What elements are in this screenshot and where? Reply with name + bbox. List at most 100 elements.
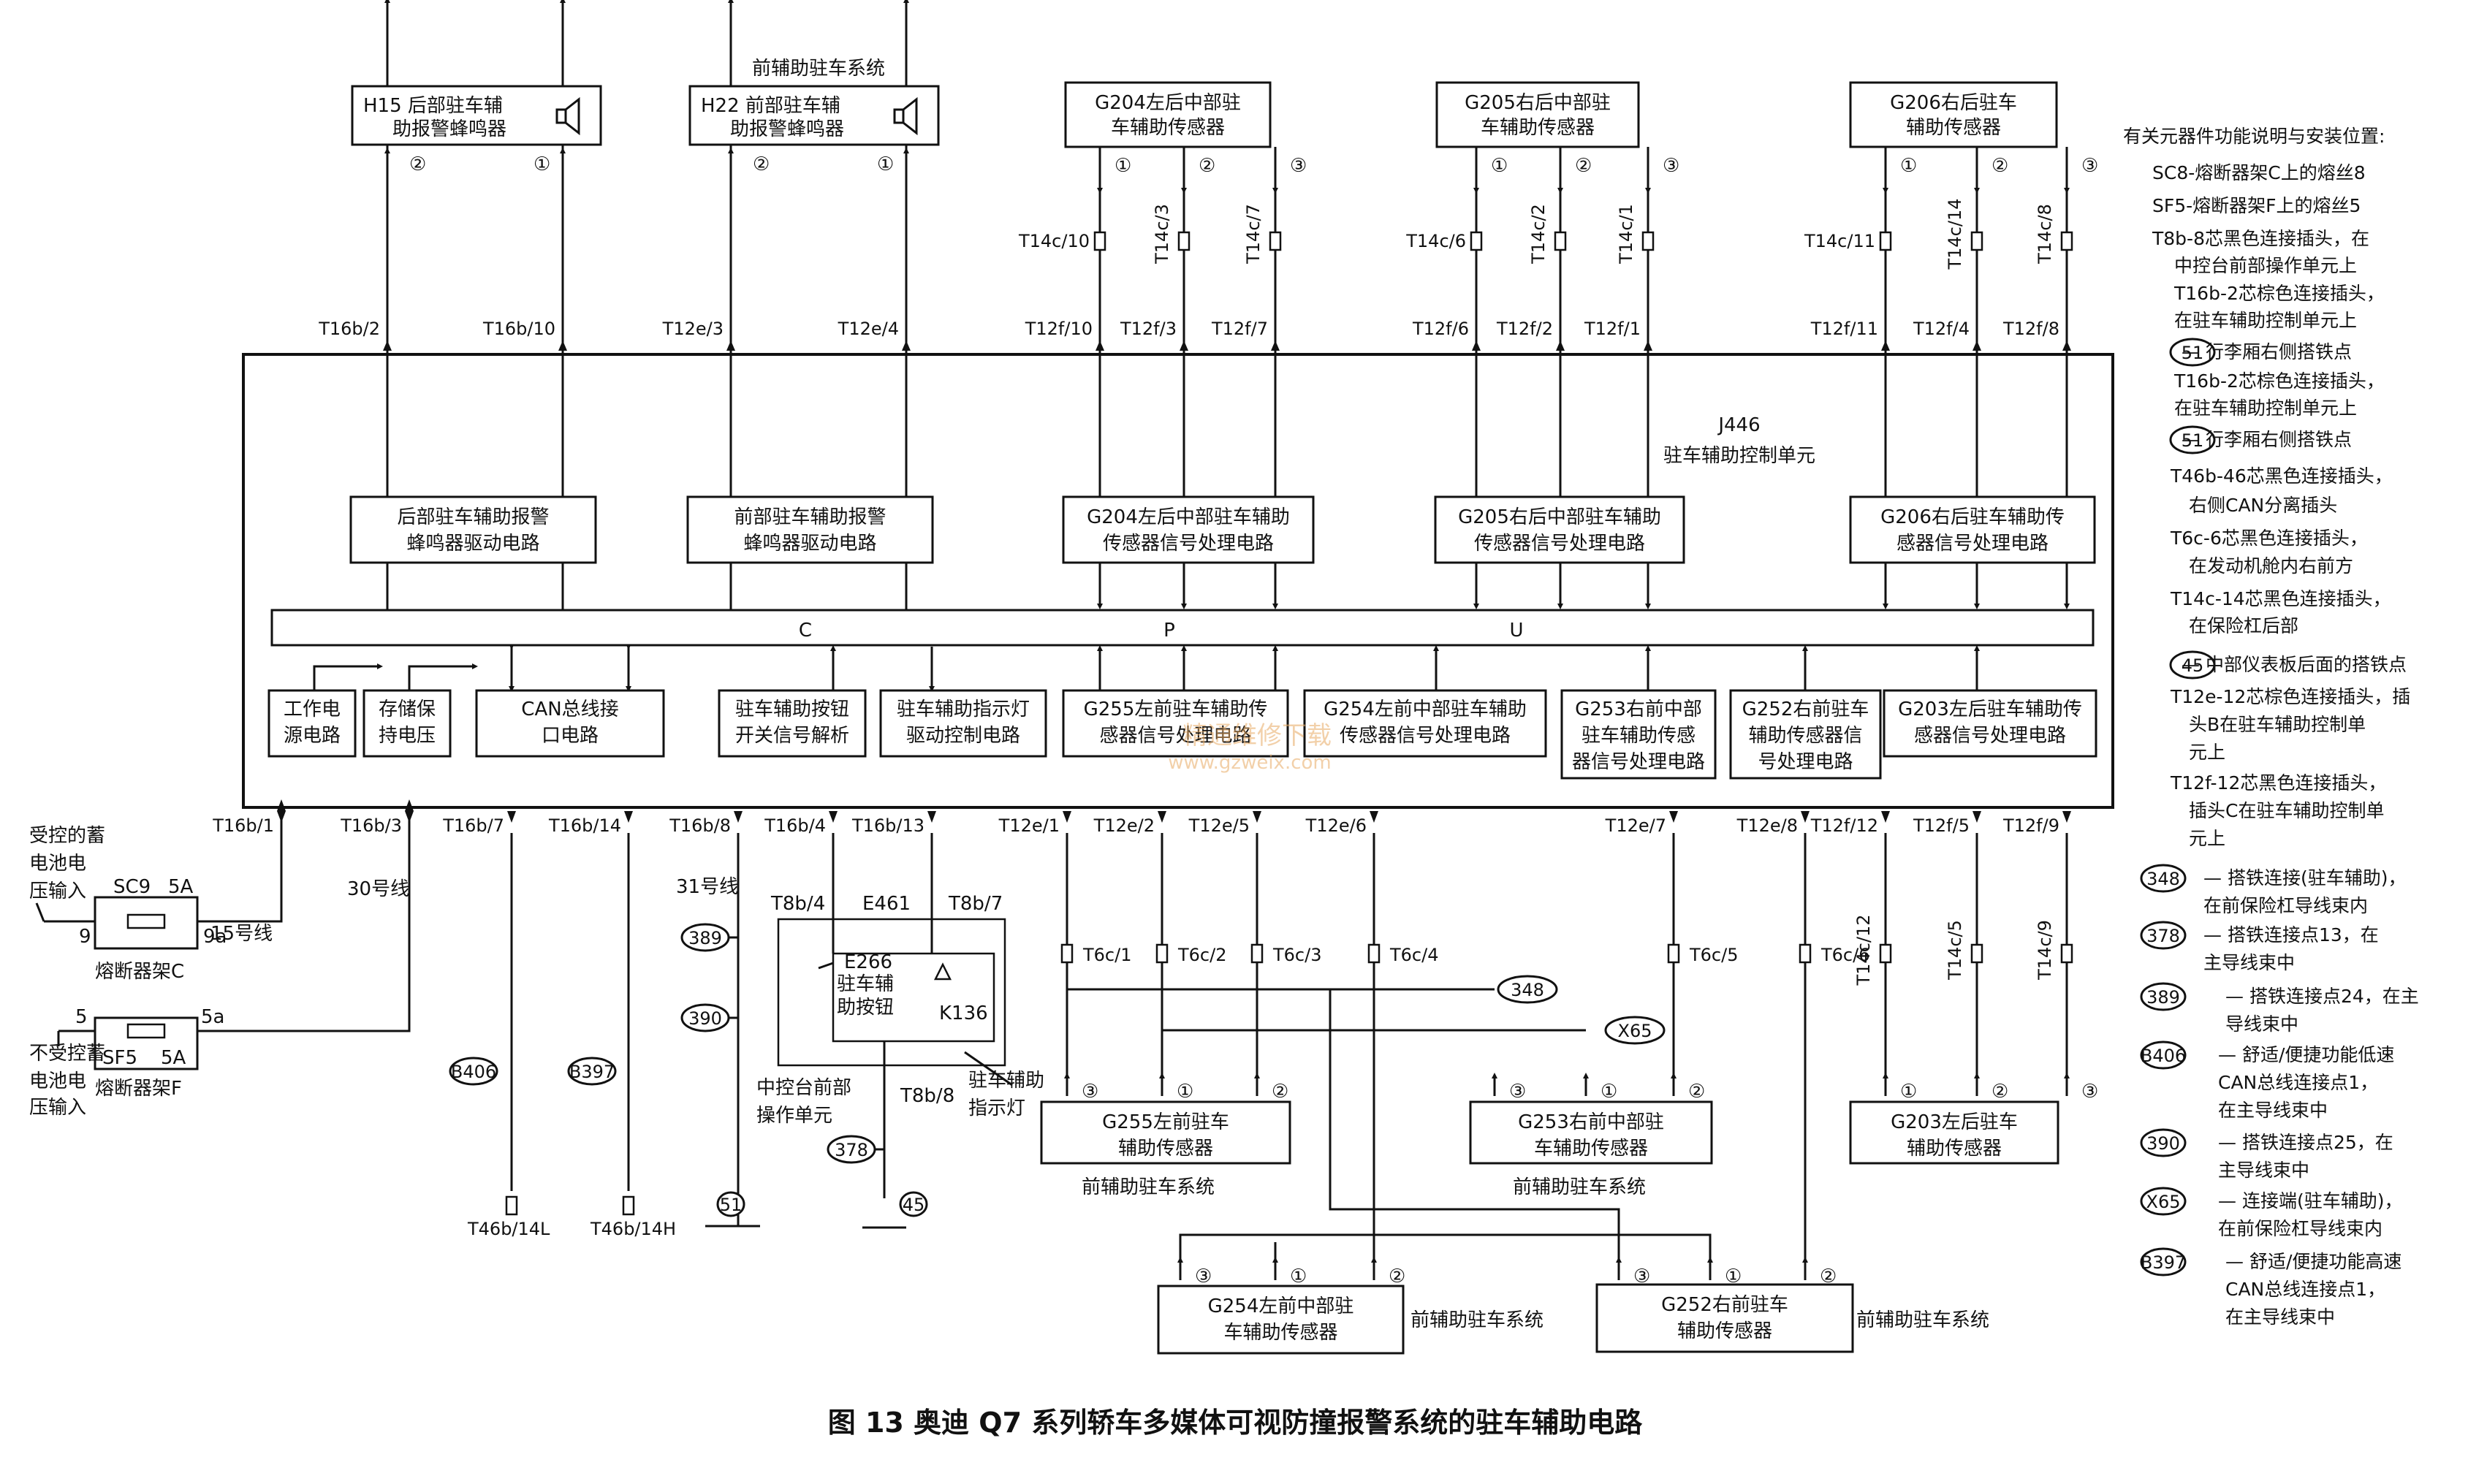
e266-label: 驻车辅 (837, 973, 894, 995)
legend-line: 右侧CAN分离插头 (2189, 495, 2337, 516)
t12f-label: T12f/1 (1584, 319, 1641, 339)
sensor-subtitle: 车辅助传感器 (1481, 117, 1595, 139)
t12f-label: T12f/4 (1913, 319, 1970, 339)
fuse-pin: 5 (75, 1006, 88, 1028)
sensor-box-top-1 (1435, 81, 1640, 148)
arrow-tick (2062, 340, 2071, 351)
arrow-tick (1801, 811, 1810, 823)
fuse-icon (126, 913, 166, 929)
t12f-label: T12f/3 (1120, 319, 1177, 339)
front-sensor-subtitle: 车辅助传感器 (1534, 1138, 1648, 1160)
bottom-conn-label: T16b/7 (442, 815, 504, 836)
fuse-pin: 5a (201, 1006, 224, 1028)
bottom-conn-label: T12f/5 (1913, 815, 1970, 836)
ground-51 (716, 1191, 745, 1217)
t46b-label: T46b/14H (590, 1219, 676, 1239)
lamp-label: 驻车辅助 (968, 1070, 1044, 1092)
t14c-label: T14c/7 (1243, 204, 1264, 265)
arrow-tick (1370, 811, 1378, 823)
cpu-u: U (1509, 620, 1523, 642)
t14c-label: T14c/1 (1616, 204, 1636, 265)
bottom-conn-label: T12e/5 (1188, 815, 1250, 836)
system-label: 前辅助驻车系统 (1410, 1309, 1544, 1331)
legend-mark-label: B397 (2141, 1252, 2186, 1273)
legend-line: T46b-46芯黑色连接插头， (2170, 465, 2393, 487)
sensor-pin: ③ (2081, 1081, 2098, 1103)
speaker-icon (893, 108, 905, 124)
legend-line: 主导线束中 (2218, 1160, 2309, 1181)
processing-box-lower-0 (267, 689, 357, 758)
legend-line: 有关元器件功能说明与安装位置: (2123, 126, 2385, 147)
processing-title: G252右前驻车 (1742, 699, 1869, 720)
processing-title: G253右前中部 (1575, 699, 1702, 720)
legend-line: T8b-8芯黑色连接插头，在 (2152, 228, 2369, 249)
sensor-pin: ③ (2081, 155, 2098, 177)
sensor-pin: ② (1992, 155, 2008, 177)
t14c-connector (1879, 943, 1892, 964)
bottom-conn-label: T12e/8 (1736, 815, 1798, 836)
processing-line3: 号处理电路 (1758, 751, 1853, 773)
watermark: 精通维修下载 (1182, 721, 1332, 750)
t6c-label: T6c/5 (1689, 945, 1738, 965)
legend-mark (2140, 864, 2187, 893)
legend-line: 中控台前部操作单元上 (2174, 255, 2357, 276)
power-label: 不受控蓄 (29, 1043, 105, 1065)
t14c-label: T14c/3 (1152, 204, 1172, 265)
arrow-tick (1253, 811, 1261, 823)
processing-subtitle: 传感器信号处理电路 (1474, 533, 1645, 555)
ground-348 (1497, 975, 1558, 1004)
k136-label: K136 (939, 1002, 988, 1024)
wire-label: 30号线 (347, 878, 409, 900)
power-label: 压输入 (29, 1097, 86, 1119)
sensor-route (1329, 989, 1620, 1264)
processing-subtitle: 蜂鸣器驱动电路 (743, 533, 876, 555)
speaker-icon (902, 96, 918, 136)
processing-subtitle: 持电压 (379, 725, 436, 747)
legend-mark (2140, 1040, 2187, 1070)
processing-subtitle: 蜂鸣器驱动电路 (406, 533, 539, 555)
legend-line: 在驻车辅助控制单元上 (2174, 397, 2357, 419)
arrow-tick (1556, 340, 1565, 351)
sensor-pin: ② (1992, 1081, 2008, 1103)
processing-box-upper-4 (1849, 495, 2096, 564)
rear-sensor-box-g203 (1849, 1100, 2059, 1165)
arrow-tick (1472, 340, 1481, 351)
processing-title: CAN总线接 (521, 699, 618, 720)
legend-line: 元上 (2189, 742, 2225, 763)
t14c-connector (2060, 231, 2073, 251)
legend-mark (2140, 921, 2187, 950)
processing-title: G206右后驻车辅助传 (1880, 506, 2065, 528)
t14c-label: T14c/8 (2035, 204, 2055, 265)
legend-line: — 搭铁连接点24，在主 (2225, 986, 2419, 1007)
t8b4-label: T8b/4 (770, 893, 825, 915)
ground-348-label: 348 (1511, 980, 1544, 1000)
processing-title: 存储保 (379, 699, 436, 720)
processing-title: 驻车辅助按钮 (735, 699, 849, 720)
front-sensor-box-3 (1595, 1283, 1854, 1353)
legend-line: 主导线束中 (2203, 952, 2295, 973)
control-unit-code: J446 (1717, 414, 1760, 436)
wire-label: 15号线 (210, 923, 273, 945)
sensor-pin: ③ (1633, 1266, 1650, 1287)
processing-title: 工作电 (284, 699, 341, 720)
processing-title: 驻车辅助指示灯 (897, 699, 1030, 720)
front-sensor-box-1 (1469, 1100, 1713, 1165)
bottom-conn-label: T12e/6 (1305, 815, 1367, 836)
bottom-conn-label: T12e/2 (1093, 815, 1155, 836)
t12f-label: T12f/6 (1412, 319, 1469, 339)
arrow-tick (726, 340, 735, 351)
processing-box-lower-1 (362, 689, 452, 758)
legend-line: — 搭铁连接点13，在 (2203, 924, 2379, 945)
figure-caption: 图 13 奥迪 Q7 系列轿车多媒体可视防撞报警系统的驻车辅助电路 (828, 1407, 1644, 1439)
sensor-pin: ③ (1082, 1081, 1098, 1103)
processing-box-upper-0 (349, 495, 597, 564)
t46b-connector (505, 1195, 518, 1216)
t6c-connector (1367, 943, 1381, 964)
t14c-label: T14c/2 (1528, 204, 1549, 265)
t12f-label: T12f/11 (1810, 319, 1878, 339)
t6c-label: T6c/6 (1820, 945, 1869, 965)
t14c-connector (1641, 231, 1655, 251)
legend-mark (2140, 1128, 2187, 1157)
arrow-tick (1271, 340, 1280, 351)
power-label: 压输入 (29, 880, 86, 902)
